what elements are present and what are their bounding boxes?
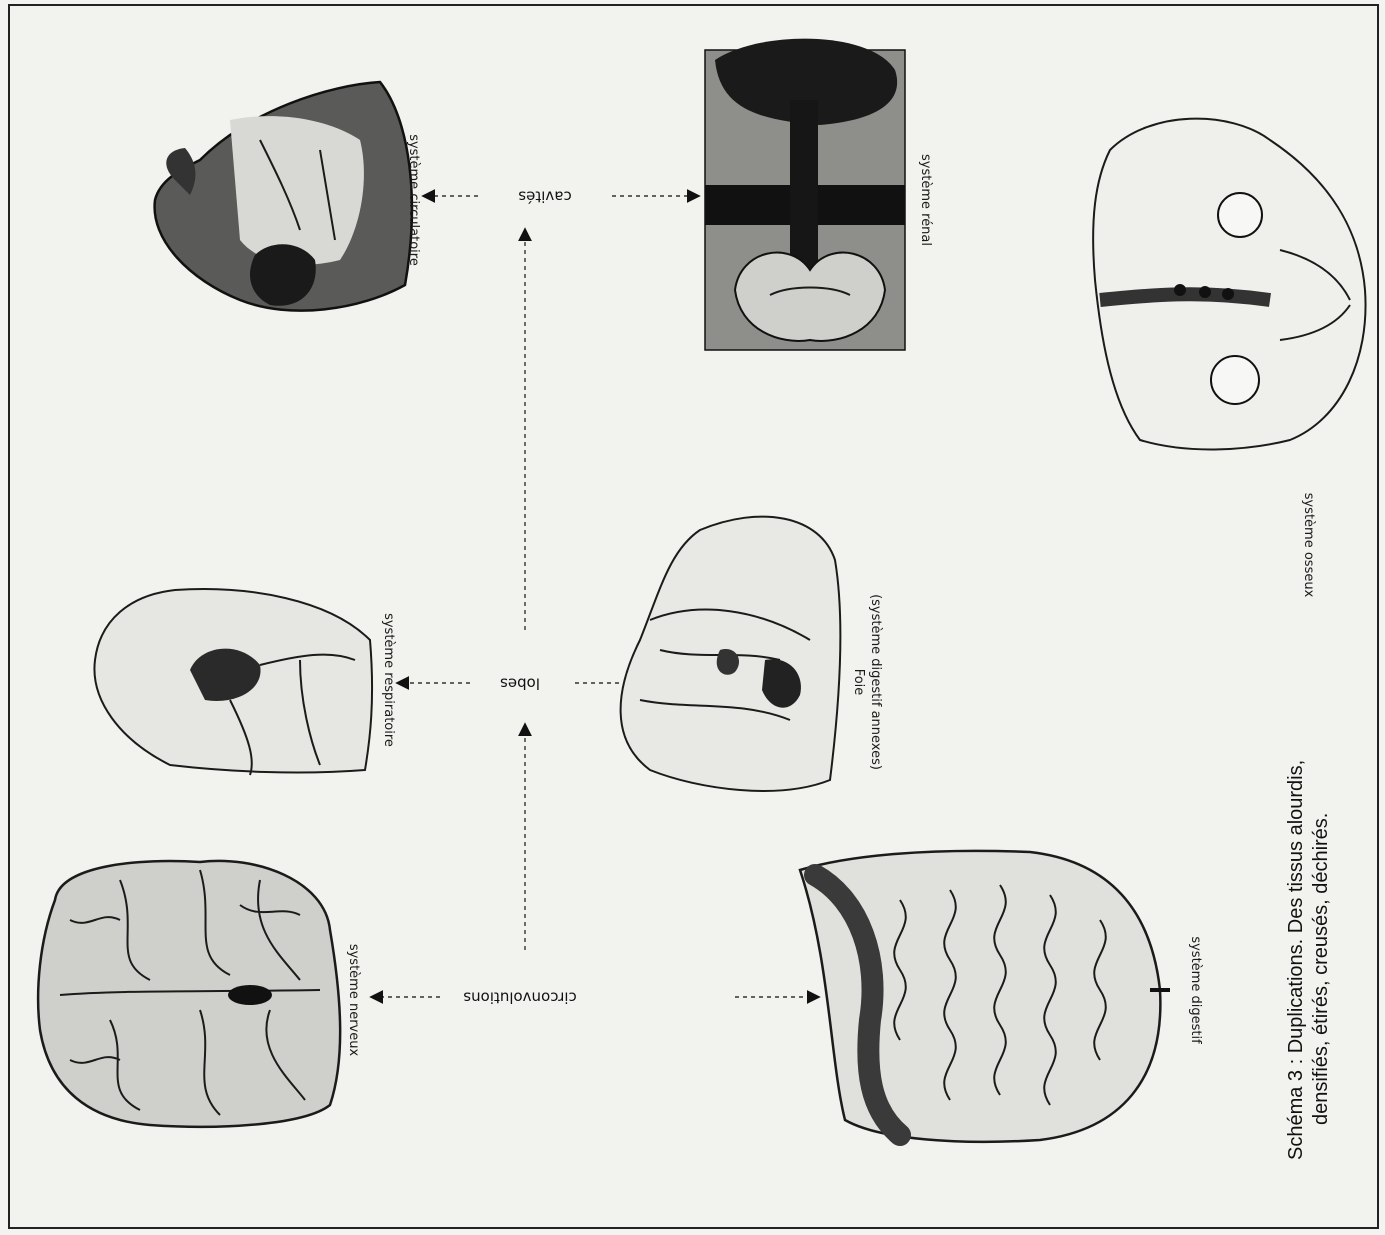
label-systeme-renal: système rénal <box>918 154 933 246</box>
caption-line-1: Schéma 3 : Duplications. Des tissus alou… <box>1285 760 1307 1160</box>
label-systeme-digestif: système digestif <box>1188 936 1203 1044</box>
label-foie-annexes: (système digestif annexes) <box>868 594 883 770</box>
label-foie: Foie <box>851 669 866 696</box>
label-cavites: cavités <box>518 188 572 206</box>
label-circonvolutions: circonvolutions <box>463 989 577 1007</box>
kidney-illustration <box>705 39 905 350</box>
liver-illustration <box>621 517 841 791</box>
intestine-illustration <box>800 851 1170 1142</box>
pelvis-illustration <box>1093 119 1365 450</box>
heart-illustration <box>155 82 412 311</box>
label-lobes: lobes <box>500 675 540 693</box>
label-systeme-nerveux: système nerveux <box>346 944 361 1057</box>
label-systeme-osseux: système osseux <box>1301 493 1316 598</box>
caption-line-2: densifiés, étirés, creusés, déchirés. <box>1310 813 1332 1125</box>
lung-illustration <box>94 589 372 775</box>
brain-illustration <box>38 861 340 1127</box>
label-systeme-circulatoire: système circulatoire <box>406 134 421 266</box>
label-systeme-respiratoire: système respiratoire <box>381 613 396 747</box>
